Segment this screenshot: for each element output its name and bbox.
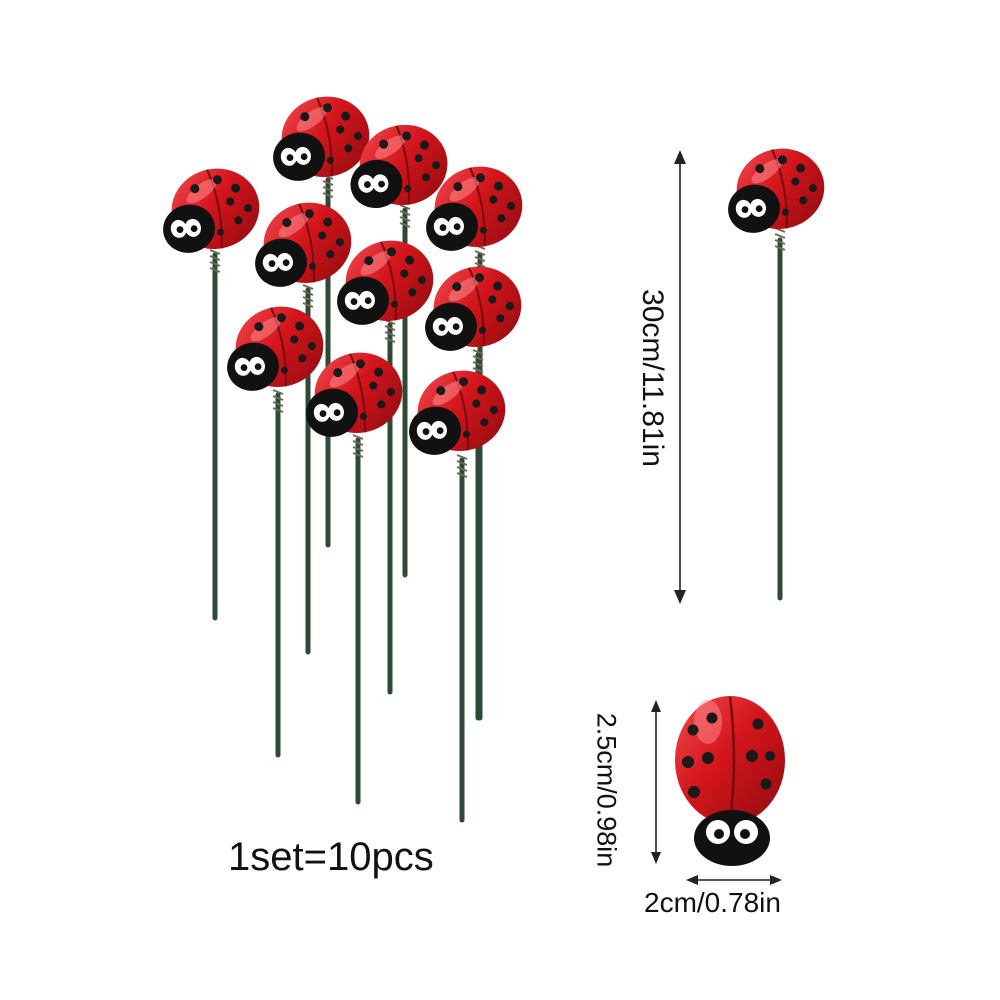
dimension-arrow-icon <box>674 150 686 604</box>
ladybug-height-label: 2.5cm/0.98in <box>591 712 622 868</box>
set-quantity-label: 1set=10pcs <box>228 835 434 879</box>
stake-length-label: 30cm/11.81in <box>636 289 669 467</box>
ladybug-icon <box>716 139 833 241</box>
ladybug-icon <box>215 297 332 399</box>
ladybug-icon <box>151 159 268 261</box>
ladybug-closeup <box>675 696 785 866</box>
ladybug-icon <box>397 361 514 463</box>
ladybug-width-label: 2cm/0.78in <box>644 887 781 918</box>
ladybug-icon <box>243 193 360 295</box>
dimension-arrow-icon <box>651 700 782 885</box>
garden-stake-icon <box>774 227 786 601</box>
